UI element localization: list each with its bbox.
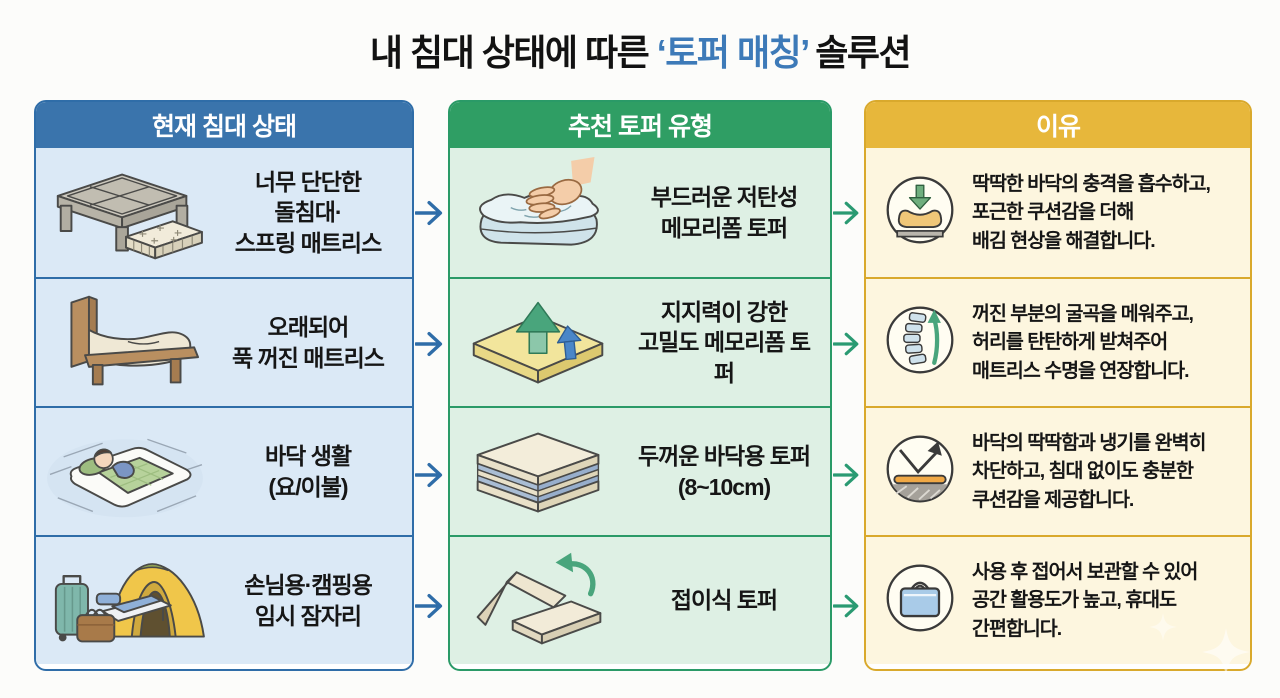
cell-reason-row4: 사용 후 접어서 보관할 수 있어 공간 활용도가 높고, 휴대도 간편합니다.: [866, 535, 1250, 664]
cell-reason-row1: 딱딱한 바닥의 충격을 흡수하고, 포근한 쿠션감을 더해 배김 현상을 해결합…: [866, 148, 1250, 277]
page-title-highlight: ‘토퍼 매칭’: [656, 32, 810, 73]
stone-bed-spring-mattress-illustration: [36, 157, 214, 269]
arrow-row4-current-to-topper: [414, 540, 448, 671]
reason-row3-text: 바닥의 딱딱함과 냉기를 완벽히 차단하고, 침대 없이도 충분한 쿠션감을 제…: [972, 432, 1206, 511]
reason-row1-text: 딱딱한 바닥의 충격을 흡수하고, 포근한 쿠션감을 더해 배김 현상을 해결합…: [972, 173, 1211, 252]
column-header-topper: 추천 토퍼 유형: [450, 102, 830, 148]
page-title: 내 침대 상태에 따른 ‘토퍼 매칭’ 솔루션: [0, 24, 1280, 76]
cell-topper-row3: 두꺼운 바닥용 토퍼 (8~10cm): [450, 406, 830, 535]
thick-floor-topper-illustration: [450, 416, 628, 528]
cell-topper-row4: 접이식 토퍼: [450, 535, 830, 664]
column-header-current: 현재 침대 상태: [36, 102, 412, 148]
cell-reason-row3: 바닥의 딱딱함과 냉기를 완벽히 차단하고, 침대 없이도 충분한 쿠션감을 제…: [866, 406, 1250, 535]
current-row1-label: 너무 단단한 돌침대· 스프링 매트리스: [234, 168, 383, 256]
hand-pressing-soft-topper-illustration: [450, 156, 628, 269]
cell-current-row3: 바닥 생활 (요/이불): [36, 406, 412, 535]
current-row3-label: 바닥 생활 (요/이불): [264, 443, 352, 500]
arrow-row4-topper-to-reason: [832, 540, 864, 671]
arrow-row1-current-to-topper: [414, 147, 448, 278]
topper-row1-label: 부드러운 저탄성 메모리폼 토퍼: [650, 184, 799, 241]
arrow-row3-current-to-topper: [414, 409, 448, 540]
cell-current-row4: 손님용·캠핑용 임시 잠자리: [36, 535, 412, 664]
column-header-reason: 이유: [866, 102, 1250, 148]
arrow-row3-topper-to-reason: [832, 409, 864, 540]
arrow-gutter-current-to-topper: [414, 100, 448, 671]
spine-support-icon: [882, 302, 958, 383]
cell-reason-row2: 꺼진 부분의 굴곡을 메워주고, 허리를 탄탄하게 받쳐주어 매트리스 수명을 …: [866, 277, 1250, 406]
page-title-suffix: 솔루션: [807, 32, 911, 73]
topper-row3-label: 두꺼운 바닥용 토퍼 (8~10cm): [637, 443, 811, 500]
sagging-mattress-bed-illustration: [36, 287, 214, 399]
topper-row4-label: 접이식 토퍼: [670, 587, 778, 614]
arrow-row2-current-to-topper: [414, 278, 448, 409]
arrow-row1-topper-to-reason: [832, 147, 864, 278]
current-row2-label: 오래되어 푹 꺼진 매트리스: [232, 314, 385, 371]
reason-row2-text: 꺼진 부분의 굴곡을 메워주고, 허리를 탄탄하게 받쳐주어 매트리스 수명을 …: [972, 303, 1194, 382]
page-title-prefix: 내 침대 상태에 따른: [369, 32, 657, 73]
cell-current-row2: 오래되어 푹 꺼진 매트리스: [36, 277, 412, 406]
high-density-topper-illustration: [450, 287, 628, 399]
column-current-bed-state: 현재 침대 상태: [34, 100, 414, 671]
floor-sleeping-illustration: [36, 416, 214, 528]
shock-absorb-icon: [882, 172, 958, 253]
portable-bag-icon: [882, 560, 958, 641]
reason-row4-text: 사용 후 접어서 보관할 수 있어 공간 활용도가 높고, 휴대도 간편합니다.: [972, 561, 1198, 640]
floor-insulation-icon: [882, 431, 958, 512]
guest-camping-illustration: [36, 545, 214, 657]
column-recommended-topper: 추천 토퍼 유형: [448, 100, 832, 671]
topper-row2-label: 지지력이 강한 고밀도 메모리폼 토퍼: [637, 298, 811, 386]
arrow-gutter-topper-to-reason: [832, 100, 864, 671]
cell-topper-row1: 부드러운 저탄성 메모리폼 토퍼: [450, 148, 830, 277]
cell-current-row1: 너무 단단한 돌침대· 스프링 매트리스: [36, 148, 412, 277]
column-reason: 이유 딱딱한 바닥의 충격을 흡수하고, 포근한 쿠션감을 더해 배김 현상을 …: [864, 100, 1252, 671]
cell-topper-row2: 지지력이 강한 고밀도 메모리폼 토퍼: [450, 277, 830, 406]
current-row4-label: 손님용·캠핑용 임시 잠자리: [244, 572, 373, 629]
folding-topper-illustration: [450, 545, 628, 657]
topper-matching-table: 현재 침대 상태: [34, 100, 1252, 671]
arrow-row2-topper-to-reason: [832, 278, 864, 409]
